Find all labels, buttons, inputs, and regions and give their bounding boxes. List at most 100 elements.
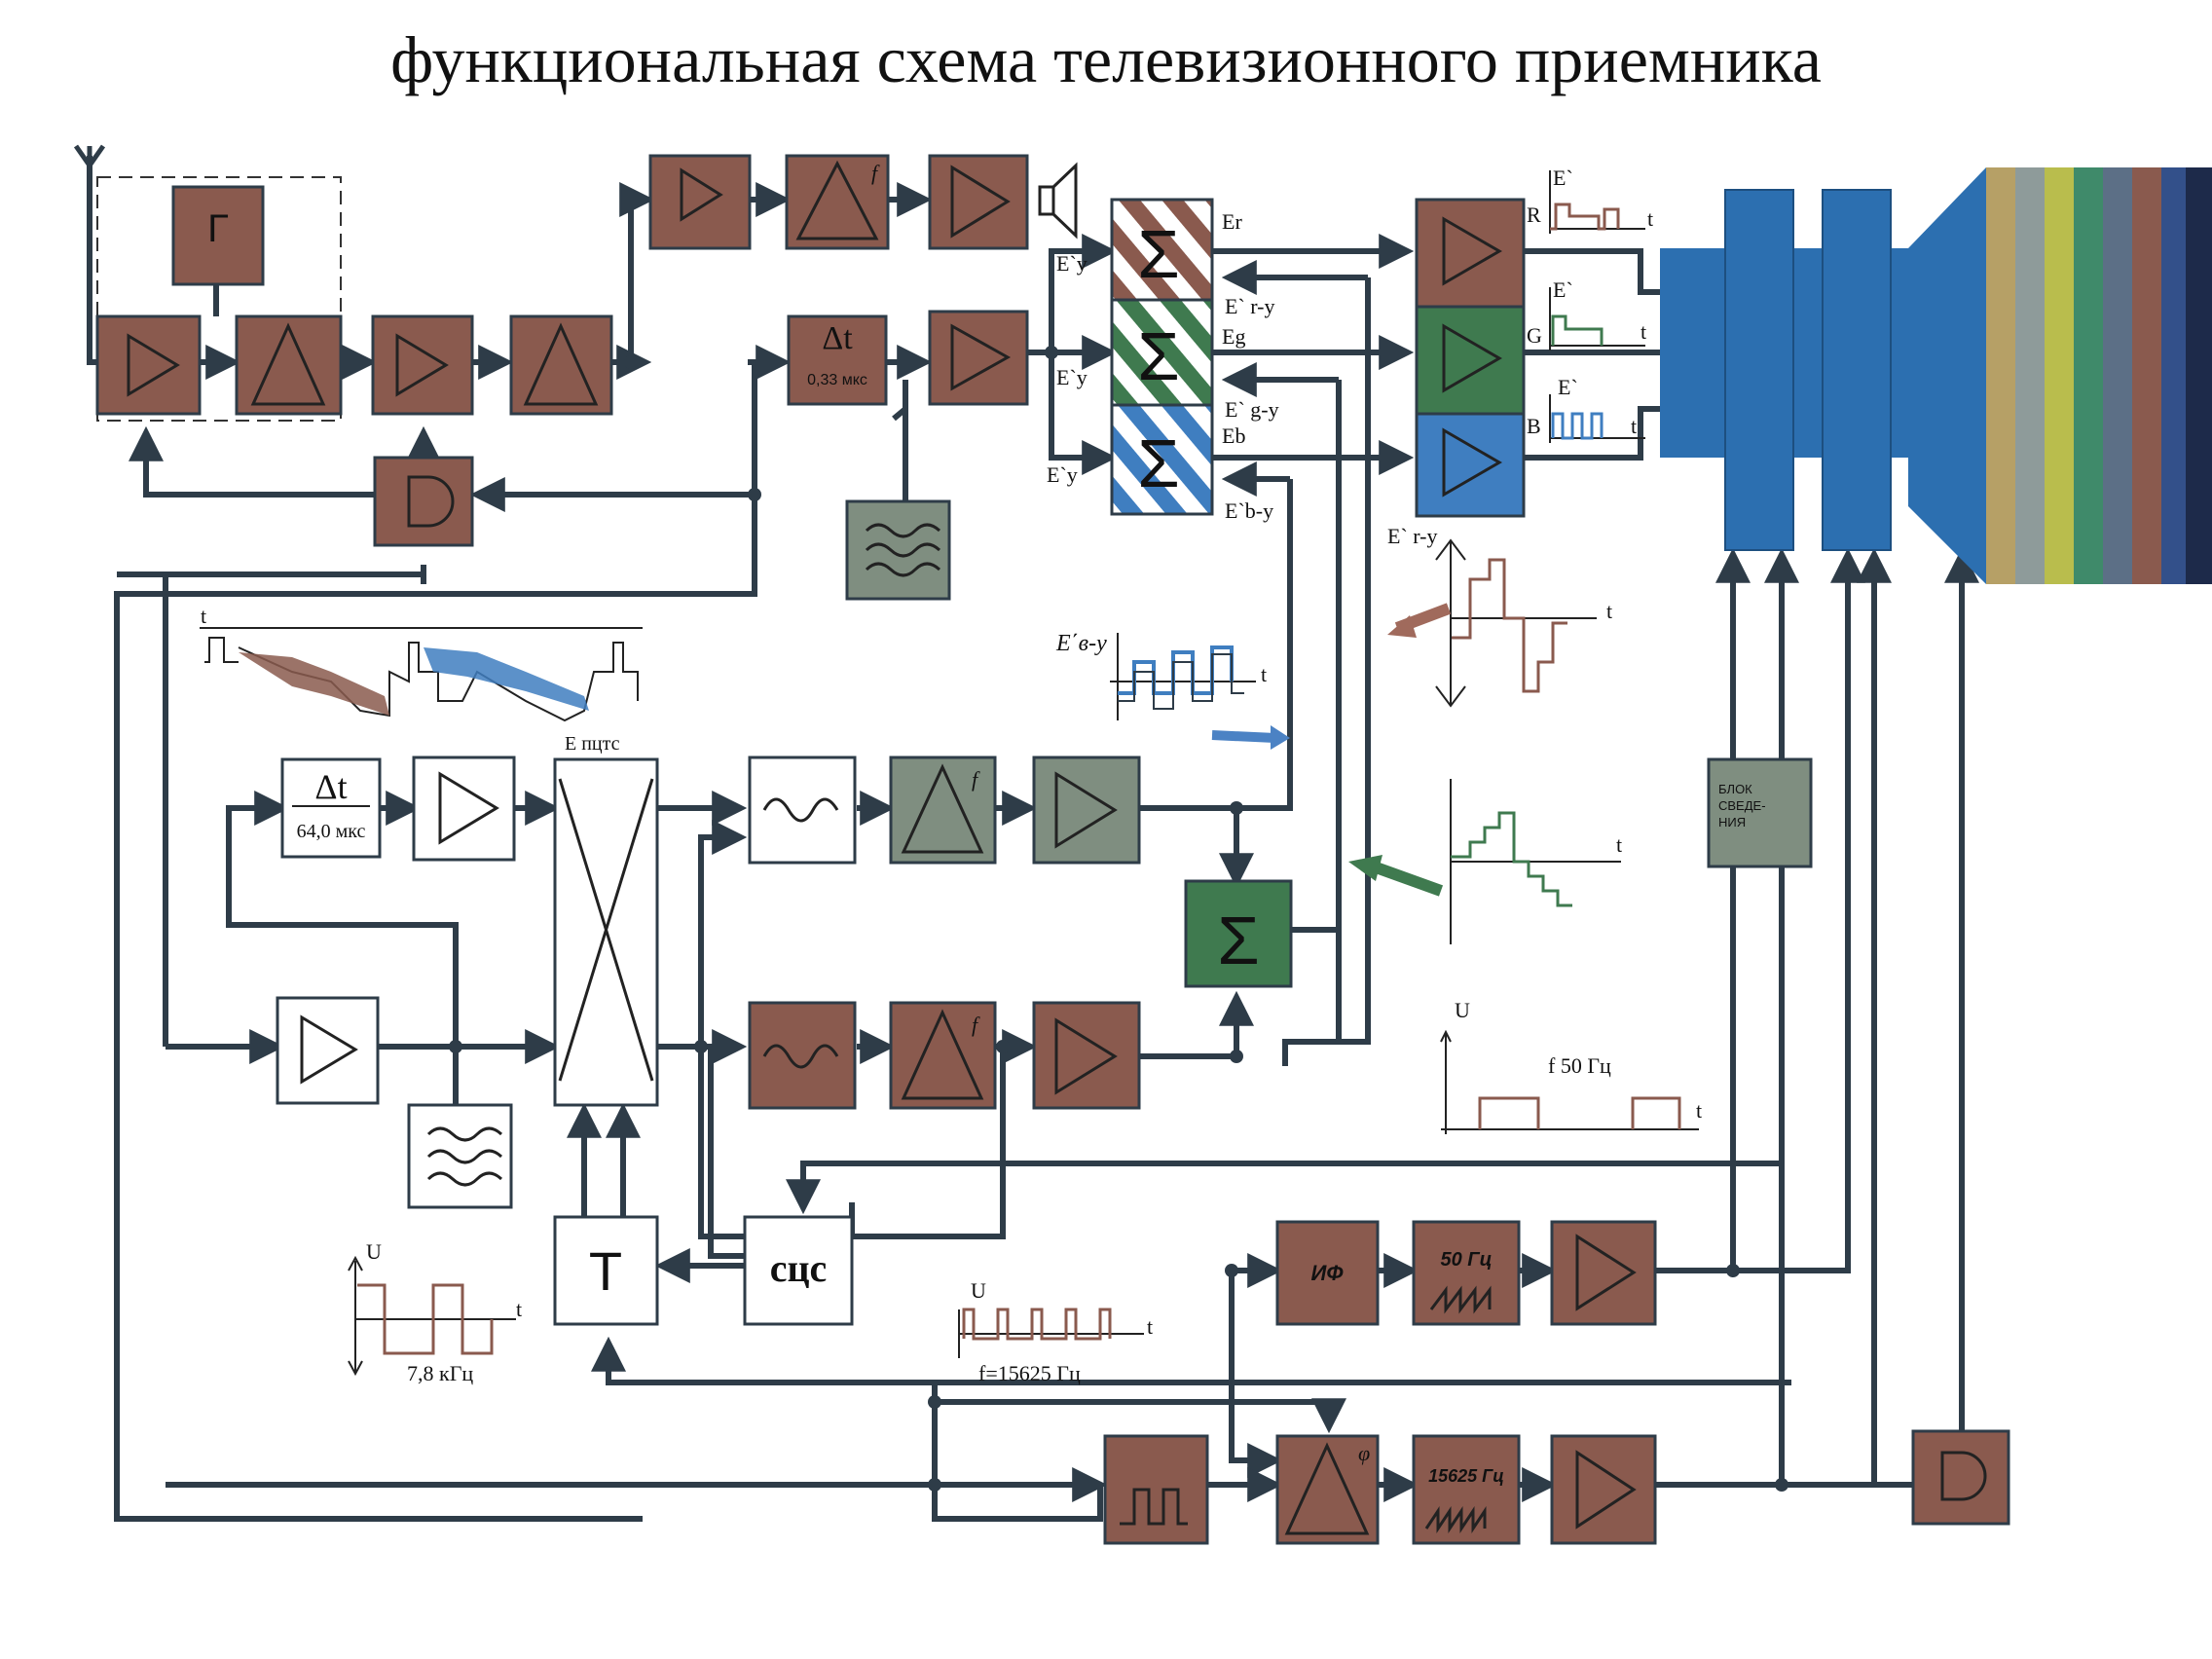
phase-detector-block: φ — [1275, 1434, 1380, 1545]
ery-wave-t: t — [1606, 599, 1612, 623]
line-generator-label: 15625 Гц — [1428, 1466, 1504, 1486]
color-sync-selector-block: сцс — [743, 1215, 854, 1326]
frame-generator-label: 50 Гц — [1441, 1249, 1493, 1271]
amp-b-block — [1032, 756, 1141, 865]
matrix-g-sigma: Σ — [1217, 903, 1259, 978]
notch-filter-block — [845, 499, 951, 601]
eby-wave-t: t — [1261, 662, 1267, 686]
r-wave-label: R — [1527, 203, 1541, 227]
egy-input-label: E` g-y — [1225, 397, 1279, 422]
fm-detector-block: f — [785, 154, 890, 250]
sum-b-sigma: Σ — [1137, 425, 1179, 501]
electronic-switch-block — [553, 757, 659, 1107]
egy-waveform: t — [1348, 779, 1622, 944]
delay-line-block: Δt 0,33 мкс — [787, 314, 888, 406]
f15625-label: f=15625 Гц — [978, 1361, 1081, 1385]
amp-r-block — [1032, 1001, 1141, 1110]
chroma-amp-block — [276, 996, 380, 1105]
f50-u-label: U — [1455, 998, 1470, 1022]
f50-label: f 50 Гц — [1548, 1053, 1611, 1078]
sum-r-label: Er — [1222, 209, 1242, 234]
fm-detector-r-f: f — [972, 1013, 980, 1037]
junctions — [449, 346, 1788, 1492]
f78-label: 7,8 кГц — [407, 1361, 473, 1385]
composite-video-waveform: t Е пцтс — [200, 604, 643, 755]
blocks: Г f — [95, 154, 2212, 1545]
antenna-icon — [73, 144, 106, 185]
diagram-labels: Er Eg Eb E`y E`y E`y E` r-y E` g-y E`b-y… — [366, 166, 1702, 1385]
r-wave-e: E` — [1553, 166, 1573, 190]
chroma-delay-amp-block — [412, 756, 516, 862]
f15625-t-label: t — [1147, 1314, 1153, 1339]
page-title: функциональная схема телевизионного прие… — [390, 22, 1822, 96]
agc-block — [373, 456, 474, 547]
b-wave-t: t — [1631, 414, 1637, 438]
r-wave-t: t — [1647, 206, 1653, 231]
ery-waveform: t — [1387, 538, 1612, 708]
luma-amp-block — [928, 310, 1029, 406]
hv-rectifier-block — [1911, 1429, 2010, 1526]
frame-generator-block: 50 Гц — [1412, 1220, 1521, 1326]
g-wave-label: G — [1527, 323, 1542, 348]
f50-t-label: t — [1696, 1098, 1702, 1123]
video-detector-block — [509, 314, 613, 416]
oscillator-label: Г — [207, 207, 229, 250]
b-wave-e: E` — [1558, 375, 1578, 399]
fm-detector-b-block: f — [889, 756, 997, 865]
delay-line-delta: Δt — [822, 320, 853, 356]
limiter-b-block — [748, 756, 857, 865]
line-generator-block: 15625 Гц — [1412, 1434, 1521, 1545]
sum-r-block: Σ — [1110, 198, 1214, 302]
line-amp-block — [1550, 1434, 1657, 1545]
delay-64-delta: Δt — [314, 767, 347, 806]
fm-detector-f: f — [871, 161, 880, 185]
video-amp-b-block — [1415, 412, 1526, 518]
sum-g-block: Σ — [1110, 298, 1214, 407]
wires — [87, 156, 1979, 1522]
integrator-label: ИФ — [1311, 1261, 1345, 1285]
f15625-u-label: U — [971, 1278, 986, 1303]
frame-amp-block — [1550, 1220, 1657, 1326]
limiter-r-block — [748, 1001, 857, 1110]
delay-64-block: Δt 64,0 мкс — [280, 757, 382, 859]
composite-wave-label: Е пцтс — [565, 733, 620, 755]
ery-input-label: E` r-y — [1225, 294, 1274, 318]
speaker-icon — [1038, 162, 1078, 240]
color-sync-selector-label: сцс — [770, 1246, 828, 1290]
f15625-waveform — [958, 1308, 1144, 1358]
fm-detector-r-block: f — [889, 1001, 997, 1110]
tuner-outline — [96, 176, 342, 422]
matrix-g-sum-block: Σ — [1184, 879, 1293, 988]
ey-label-3: E`y — [1047, 462, 1078, 487]
video-amp-g-block — [1415, 305, 1526, 416]
f78-waveform — [348, 1255, 516, 1377]
phase-detector-phi: φ — [1358, 1441, 1370, 1465]
rf-amp-block — [95, 314, 202, 416]
ery-wave-label: E` r-y — [1387, 524, 1437, 548]
audio-amp-block — [928, 154, 1029, 250]
eby-input-label: E`b-y — [1225, 498, 1273, 523]
ey-label-2: E`y — [1056, 365, 1088, 389]
trigger-block: T — [553, 1215, 659, 1326]
delay-line-value: 0,33 мкс — [807, 372, 867, 388]
g-wave-e: E` — [1553, 277, 1573, 302]
if-amp-block — [371, 314, 474, 416]
sum-r-sigma: Σ — [1137, 216, 1179, 292]
sync-selector-block — [1103, 1434, 1209, 1545]
sum-g-label: Eg — [1222, 324, 1245, 349]
f78-u-label: U — [366, 1239, 382, 1264]
mixer-block — [235, 314, 343, 416]
rgb-waveforms — [1549, 170, 1645, 443]
video-amp-r-block — [1415, 198, 1526, 309]
delay-64-value: 64,0 мкс — [297, 821, 366, 842]
sum-b-label: Eb — [1222, 424, 1245, 448]
sum-g-sigma: Σ — [1137, 318, 1179, 394]
sound-if-block — [648, 154, 752, 250]
eby-waveform: E΄в-у t — [1055, 631, 1290, 750]
eby-wave-label: E΄в-у — [1055, 631, 1107, 656]
ey-label-1: E`y — [1056, 251, 1088, 276]
fm-detector-b-f: f — [972, 767, 980, 792]
f78-t-label: t — [516, 1297, 522, 1321]
